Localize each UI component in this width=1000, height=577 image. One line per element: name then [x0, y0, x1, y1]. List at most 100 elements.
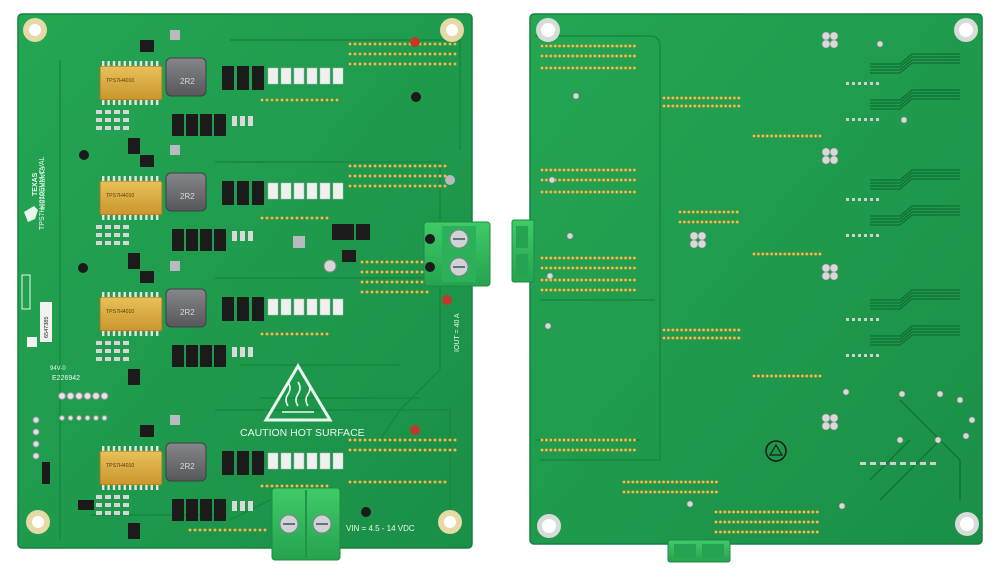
pad: [579, 168, 584, 172]
pad: [413, 448, 417, 452]
mosfet: [172, 114, 184, 136]
mosfet: [237, 451, 249, 475]
route-trace: [870, 325, 960, 337]
pad: [295, 216, 299, 220]
pad: [628, 266, 632, 270]
smd-passive: [114, 511, 120, 515]
pad: [395, 280, 399, 284]
pad: [557, 54, 562, 58]
pad: [706, 336, 710, 340]
pad: [571, 54, 575, 58]
pad: [787, 252, 791, 256]
pad: [363, 164, 367, 168]
pad: [783, 134, 787, 138]
pad: [373, 438, 377, 442]
pad: [662, 104, 666, 108]
pad: [666, 490, 670, 494]
smd-pad: [852, 234, 855, 237]
pad: [601, 448, 606, 452]
pad: [348, 62, 352, 66]
pad: [408, 174, 412, 178]
pad: [388, 438, 392, 442]
ic-pin: [134, 215, 137, 220]
pad: [280, 332, 284, 336]
hot-surface-icon: [263, 363, 333, 422]
pad: [809, 374, 813, 378]
pad: [671, 336, 675, 340]
pad: [678, 220, 682, 224]
pad: [588, 438, 593, 442]
pad: [562, 288, 566, 292]
pad: [413, 164, 417, 168]
pad: [557, 438, 562, 442]
pad: [714, 490, 719, 494]
mosfet: [252, 451, 264, 475]
test-pads-row: [32, 392, 109, 460]
ic-pin: [112, 176, 116, 181]
ic-pin: [112, 485, 116, 490]
smd-passive: [105, 495, 111, 499]
pad: [765, 374, 769, 378]
pad: [378, 42, 382, 46]
ic-pin: [150, 176, 153, 181]
test-pad: [59, 415, 65, 421]
pad: [423, 184, 427, 188]
pad: [813, 374, 818, 378]
ic-pin: [129, 446, 132, 451]
pad: [632, 66, 637, 70]
smd-pad: [876, 234, 879, 237]
pad: [540, 54, 544, 58]
pad: [661, 480, 666, 484]
pad: [378, 184, 382, 188]
pad: [270, 216, 274, 220]
pad: [688, 336, 693, 340]
pad: [385, 280, 389, 284]
pad: [809, 252, 813, 256]
pad: [706, 104, 710, 108]
pad: [285, 98, 289, 102]
pad: [260, 332, 264, 336]
ic-pin: [139, 292, 143, 297]
pad: [553, 44, 557, 48]
pad: [771, 530, 775, 534]
pad: [280, 216, 284, 220]
pad: [418, 52, 422, 56]
pad: [295, 98, 299, 102]
pad: [348, 164, 352, 168]
pad: [544, 168, 549, 172]
capacitor: [332, 67, 344, 85]
pad: [410, 260, 414, 264]
pad: [584, 256, 588, 260]
pad: [597, 66, 601, 70]
pad: [593, 168, 597, 172]
pad: [557, 168, 562, 172]
pad: [403, 62, 407, 66]
pad: [383, 62, 387, 66]
smd-pad: [858, 234, 861, 237]
pad: [797, 510, 802, 514]
pad: [410, 270, 414, 274]
ic-pin: [118, 61, 121, 66]
inductor-marking: 2R2: [180, 308, 195, 317]
pad: [403, 164, 407, 168]
pad: [593, 190, 597, 194]
pad: [749, 520, 753, 524]
mosfet: [252, 181, 264, 205]
pad: [438, 438, 442, 442]
capacitor: [267, 67, 279, 85]
pad: [415, 290, 419, 294]
pad: [562, 54, 566, 58]
pad: [275, 332, 279, 336]
ic-pin: [145, 176, 148, 181]
pad: [793, 530, 797, 534]
pad: [353, 62, 357, 66]
mosfet: [172, 229, 184, 251]
pad: [615, 178, 619, 182]
pad: [644, 490, 648, 494]
pad: [453, 448, 457, 452]
pad: [368, 42, 372, 46]
route-trace: [870, 295, 960, 307]
ic-pin: [145, 446, 148, 451]
smd-passive: [105, 241, 111, 245]
